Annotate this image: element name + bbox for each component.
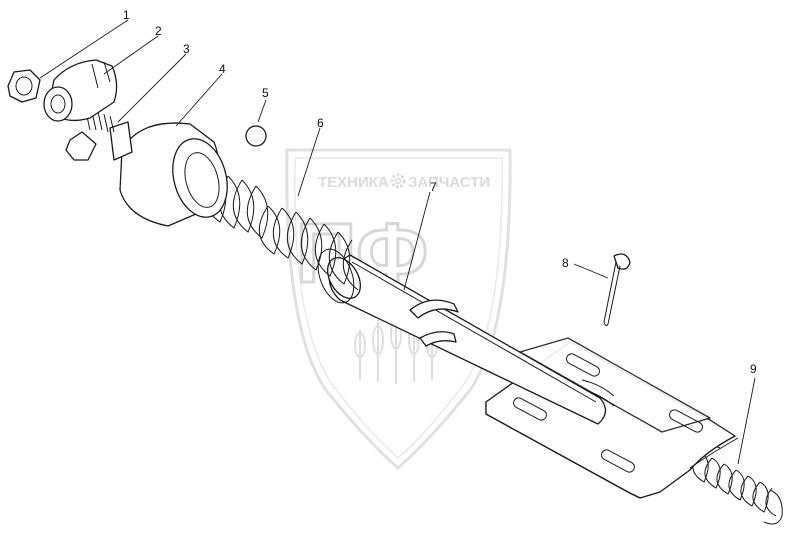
callout-1: 1 [123,8,130,22]
callout-4: 4 [219,62,226,76]
leader-lines [39,19,756,465]
part-5-ball [245,125,267,147]
callout-3: 3 [183,42,190,56]
callout-5: 5 [262,86,269,100]
watermark-brand-right: ЗАПЧАСТИ [408,174,490,191]
part-6-spring [258,205,359,304]
part-2-eyebolt [43,59,118,161]
callout-9: 9 [750,362,757,376]
callout-6: 6 [317,116,324,130]
gear-icon [390,173,406,189]
watermark-shield [285,148,512,470]
callout-8: 8 [562,256,569,270]
part-3-stud [85,111,133,161]
callout-labels: 1 2 3 4 5 6 7 8 9 [123,8,757,376]
part-8-cotter-pin [603,253,631,327]
part-4-sleeve [119,122,228,227]
callout-7: 7 [430,180,437,194]
part-1-nut [7,69,41,103]
callout-2: 2 [155,24,162,38]
watermark-brand-left: ТЕХНИКА [318,174,389,191]
part-7-rod [326,254,607,425]
